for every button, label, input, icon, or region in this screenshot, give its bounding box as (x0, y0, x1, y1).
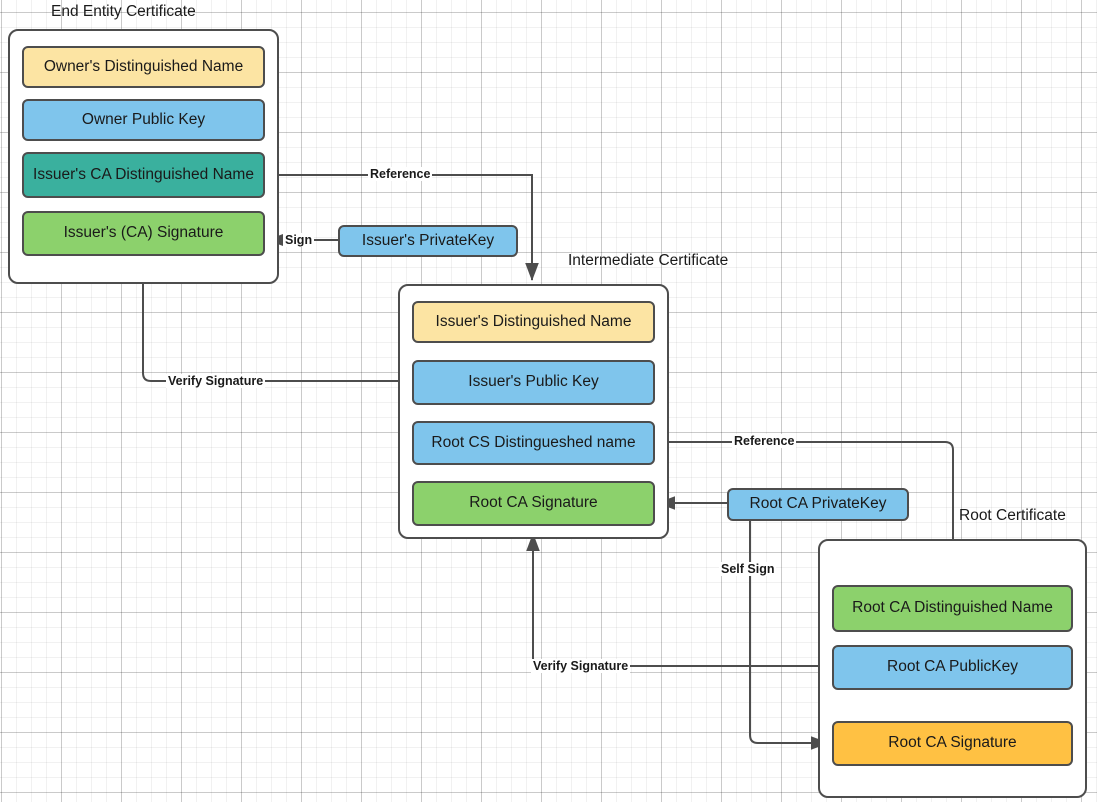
section-title-end-entity: End Entity Certificate (51, 3, 196, 20)
edge-verify-signature-2 (526, 533, 832, 667)
edge-self-sign (749, 521, 829, 750)
field-issuers-ca-signature[interactable]: Issuer's (CA) Signature (22, 211, 265, 256)
field-issuers-public-key[interactable]: Issuer's Public Key (412, 360, 655, 405)
field-issuers-distinguished-name[interactable]: Issuer's Distinguished Name (412, 301, 655, 343)
field-intermediate-root-ca-signature[interactable]: Root CA Signature (412, 481, 655, 526)
field-owners-distinguished-name[interactable]: Owner's Distinguished Name (22, 46, 265, 88)
edge-label-verify-signature-1: Verify Signature (166, 374, 266, 388)
field-issuers-ca-distinguished-name[interactable]: Issuer's CA Distinguished Name (22, 152, 265, 198)
field-root-ca-distinguished-name[interactable]: Root CA Distinguished Name (832, 585, 1073, 632)
edge-label-sign-1: Sign (283, 233, 315, 247)
edge-label-self-sign: Self Sign (719, 562, 777, 576)
key-issuers-privatekey[interactable]: Issuer's PrivateKey (338, 225, 518, 257)
section-title-root: Root Certificate (959, 507, 1066, 524)
section-title-intermediate: Intermediate Certificate (568, 252, 729, 269)
edge-label-reference-2: Reference (732, 434, 797, 448)
field-root-ca-publickey[interactable]: Root CA PublicKey (832, 645, 1073, 690)
key-root-ca-privatekey[interactable]: Root CA PrivateKey (727, 488, 909, 521)
field-owner-public-key[interactable]: Owner Public Key (22, 99, 265, 141)
field-root-cs-distingueshed-name[interactable]: Root CS Distingueshed name (412, 421, 655, 465)
edge-label-verify-signature-2: Verify Signature (531, 659, 631, 673)
edge-label-reference-1: Reference (368, 167, 433, 181)
field-root-ca-signature[interactable]: Root CA Signature (832, 721, 1073, 766)
